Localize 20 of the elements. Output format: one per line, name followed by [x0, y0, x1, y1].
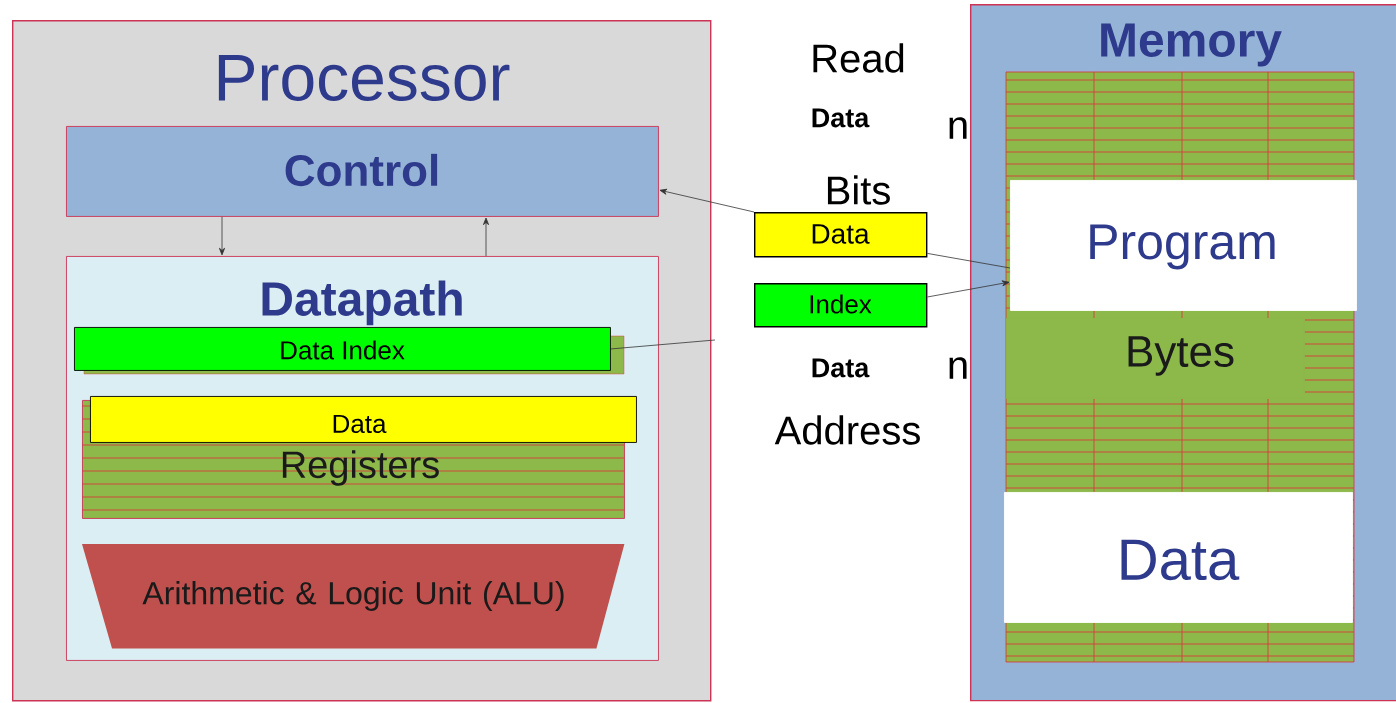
label-text: Address [774, 415, 920, 445]
label-text: Data [812, 358, 870, 378]
register-box: Data Index [74, 327, 625, 375]
arrow [483, 217, 489, 257]
label-text: Data [812, 108, 870, 128]
arrow [659, 188, 755, 213]
data-region: Data [1004, 492, 1353, 623]
arrow [219, 216, 225, 256]
bytes-region: Bytes [1006, 318, 1305, 399]
label-text: n [949, 357, 967, 379]
arrow [927, 280, 1010, 298]
label-text: n [949, 117, 967, 139]
data-box: Data [754, 212, 928, 258]
index-box: Index [754, 283, 928, 328]
label-text: Bits [827, 175, 890, 205]
alu-trapezoid: Arithmetic & Logic Unit (ALU) [82, 544, 625, 649]
program-region: Program [1010, 180, 1357, 311]
register-box: Data [90, 396, 637, 443]
control-box: Control [66, 126, 659, 217]
label-text: Read [813, 43, 904, 73]
